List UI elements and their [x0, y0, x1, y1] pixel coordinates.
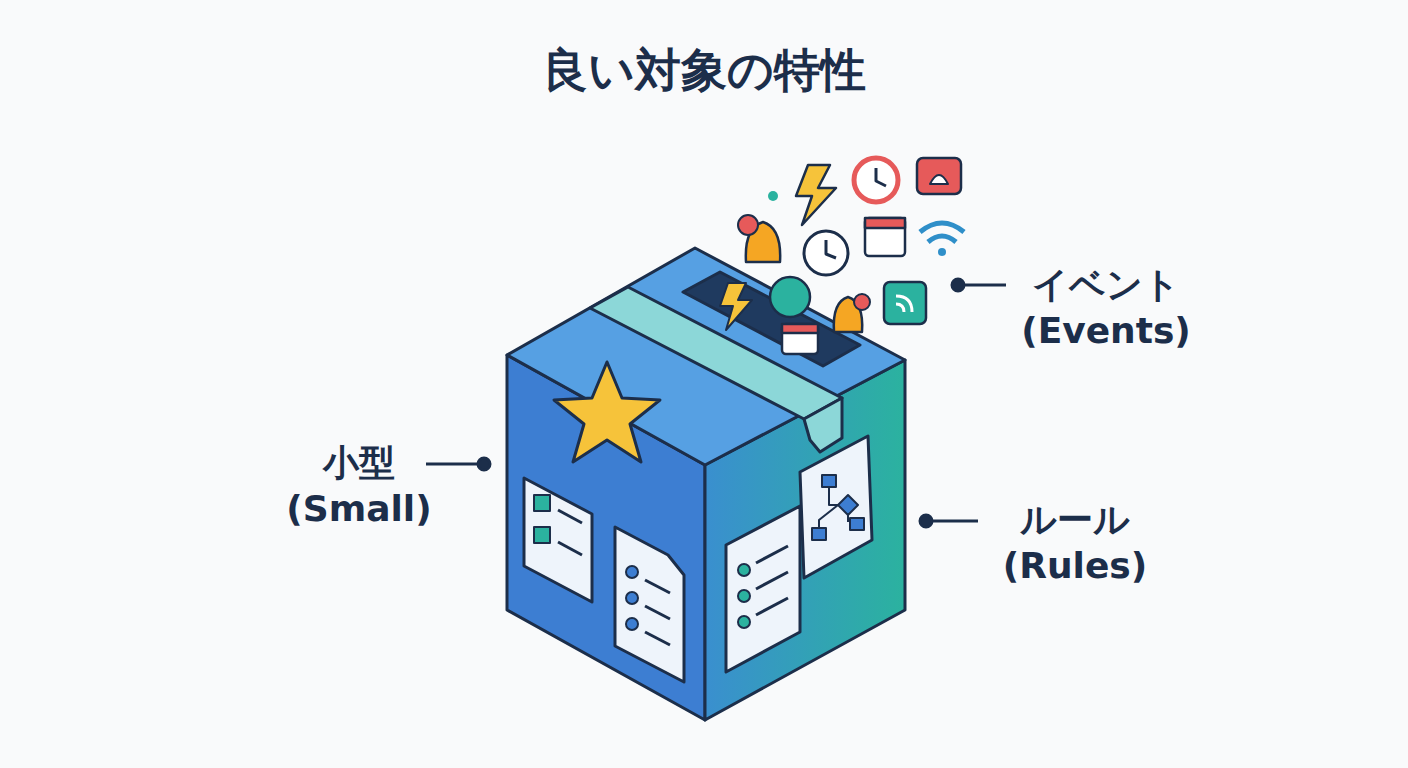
tape-flap [804, 398, 842, 452]
box-top-face [507, 248, 905, 465]
alarm-clock-icon [854, 158, 898, 202]
alert-badge [854, 294, 870, 310]
calendar-icon [865, 218, 905, 256]
leader-dot [478, 458, 490, 470]
signal-waves [896, 296, 912, 312]
check-box [534, 495, 550, 511]
flow-node [812, 528, 826, 540]
calendar-header [865, 218, 905, 228]
stopwatch-hands [826, 240, 836, 258]
text-line [558, 542, 582, 555]
list-bullet [738, 564, 750, 576]
leader-dot [952, 279, 964, 291]
question-bubble [770, 277, 810, 317]
checklist-sheet [524, 478, 592, 602]
flow-node [822, 475, 836, 487]
leader-line [426, 463, 484, 466]
flowchart-sheet [800, 436, 872, 578]
leader-dot [920, 515, 932, 527]
lightning-icon [796, 165, 836, 225]
text-line [558, 510, 582, 523]
text-line [756, 598, 788, 615]
leader-line [926, 520, 978, 523]
list-sheet [615, 527, 684, 682]
clock-hands [876, 168, 886, 186]
star-sticker [554, 362, 660, 462]
text-line [645, 632, 670, 645]
callout-label: イベント (Events) [1021, 262, 1191, 354]
list-bullet [626, 592, 638, 604]
text-line [756, 546, 788, 563]
check-box [534, 527, 550, 543]
list-bullet [738, 616, 750, 628]
stopwatch-icon [804, 231, 848, 275]
flow-node [850, 518, 864, 530]
list-sheet [726, 506, 800, 672]
confetti-dot [768, 191, 778, 201]
notification-bubble [917, 158, 961, 194]
wifi-dot [938, 248, 946, 256]
bell-glyph [930, 175, 948, 184]
text-line [645, 606, 670, 619]
alert-badge [738, 215, 758, 235]
flow-wire [819, 487, 848, 528]
callout-label: 小型 (Small) [286, 440, 431, 532]
flow-node [838, 495, 858, 515]
calendar-icon [782, 324, 818, 354]
text-line [756, 572, 788, 589]
text-line [645, 580, 670, 593]
wifi-icon [920, 223, 964, 242]
list-bullet [626, 618, 638, 630]
list-bullet [626, 566, 638, 578]
calendar-header [782, 324, 818, 333]
callout-label: ルール (Rules) [1003, 497, 1147, 589]
lightning-icon [720, 283, 752, 330]
signal-icon [884, 282, 926, 324]
list-bullet [738, 590, 750, 602]
diagram-title: 良い対象の特性 [0, 40, 1408, 102]
